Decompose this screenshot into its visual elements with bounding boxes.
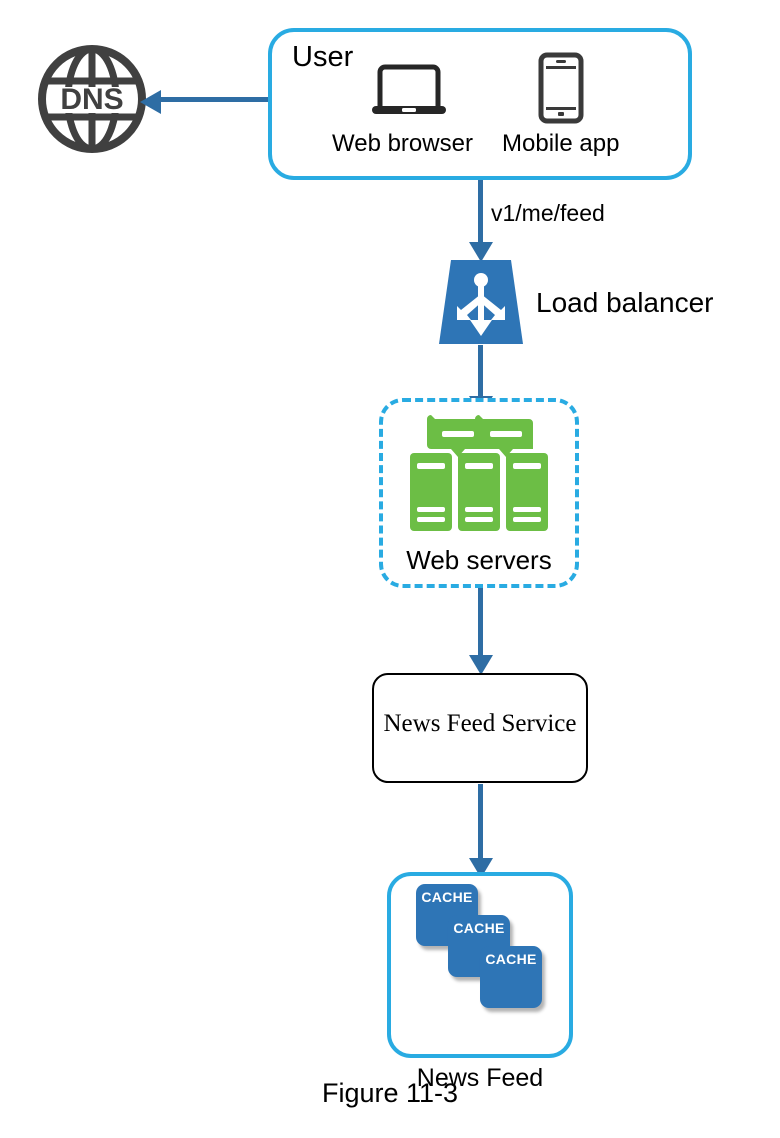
news-feed-cache-label: News Feed Cache	[387, 1005, 573, 1138]
mobile-app-label: Mobile app	[502, 130, 620, 157]
news-feed-cache-label-line1: News Feed	[416, 1064, 544, 1092]
edge-user-to-lb-arrowhead	[469, 242, 493, 262]
load-balancer-icon	[439, 260, 523, 344]
cache-card-label: CACHE	[485, 951, 537, 967]
load-balancer-label: Load balancer	[536, 287, 714, 318]
edge-user-to-dns-line	[160, 97, 274, 102]
dns-node[interactable]: DNS	[36, 43, 148, 155]
cache-card: CACHE	[480, 946, 542, 1008]
cache-card-label: CACHE	[453, 920, 505, 936]
edge-web-servers-to-nfs-line	[478, 588, 483, 670]
load-balancer-node[interactable]	[437, 258, 525, 346]
cache-card-label: CACHE	[421, 889, 473, 905]
news-feed-service-box[interactable]	[372, 673, 588, 783]
edge-web-servers-to-nfs-arrowhead	[469, 655, 493, 675]
web-servers-label: Web servers	[406, 545, 552, 575]
globe-icon: DNS	[38, 45, 146, 153]
news-feed-service-label: News Feed Service	[383, 710, 577, 737]
server-rack-icon	[404, 415, 554, 535]
dns-label: DNS	[60, 83, 123, 116]
edge-user-to-lb-line	[478, 180, 483, 248]
user-box-title: User	[292, 41, 354, 73]
smartphone-icon	[538, 52, 584, 124]
figure-caption: Figure 11-3	[321, 1078, 459, 1108]
laptop-icon	[372, 62, 446, 114]
edge-lb-to-web-servers-line	[478, 345, 483, 407]
edge-nfs-to-cache-line	[478, 784, 483, 872]
user-box[interactable]	[268, 28, 692, 180]
web-browser-label: Web browser	[332, 130, 473, 157]
edge-user-to-lb-label: v1/me/feed	[491, 200, 605, 226]
edge-user-to-dns-arrowhead	[140, 90, 161, 114]
